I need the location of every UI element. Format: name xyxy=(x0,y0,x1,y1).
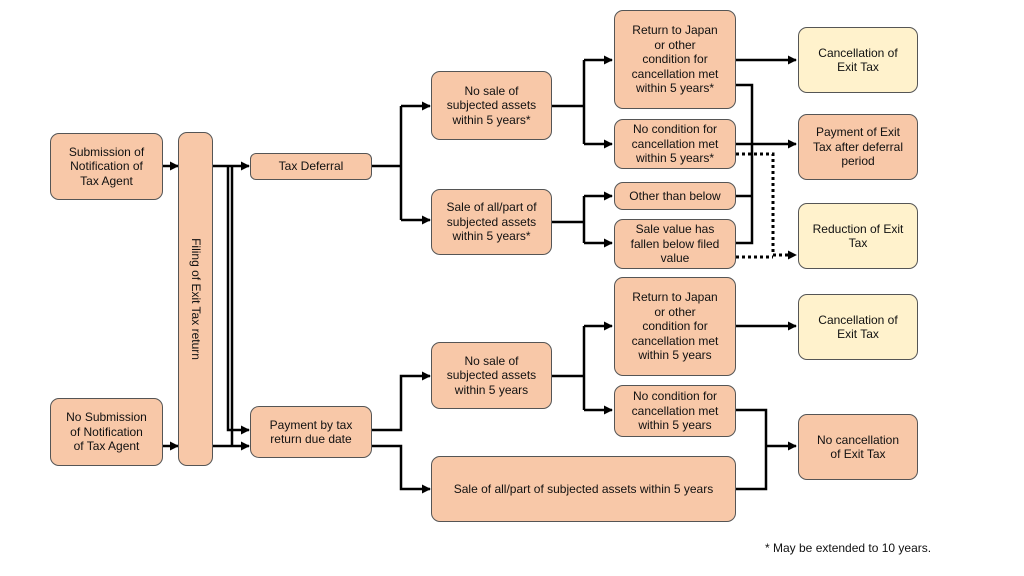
connector-to-no-cancellation xyxy=(736,408,796,491)
node-sale-payment: Sale of all/part of subjected assets wit… xyxy=(431,456,736,522)
connector-payment-to-sale xyxy=(372,444,431,494)
connector-deferral-split xyxy=(372,106,403,220)
node-no-condition-payment: No condition for cancellation met within… xyxy=(614,385,736,437)
node-return-japan-payment: Return to Japan or other condition for c… xyxy=(614,277,736,376)
connector-nosale-split xyxy=(552,60,586,144)
node-no-sale-payment: No sale of subjected assets within 5 yea… xyxy=(431,342,552,409)
node-return-japan-deferral: Return to Japan or other condition for c… xyxy=(614,10,736,109)
footnote: * May be extended to 10 years. xyxy=(765,541,932,555)
node-no-sale-deferral: No sale of subjected assets within 5 yea… xyxy=(431,71,552,140)
node-tax-deferral: Tax Deferral xyxy=(250,153,372,180)
node-filing: Filing of Exit Tax return xyxy=(178,132,213,466)
node-payment-due: Payment by tax return due date xyxy=(250,406,372,458)
node-sale-deferral: Sale of all/part of subjected assets wit… xyxy=(431,189,552,255)
node-no-cancellation: No cancellation of Exit Tax xyxy=(798,414,918,480)
filing-label: Filing of Exit Tax return xyxy=(188,238,203,360)
dotted-connector-deferral-reduction xyxy=(736,152,797,260)
node-cancellation-2: Cancellation of Exit Tax xyxy=(798,294,918,360)
node-sale-value-fallen: Sale value has fallen below filed value xyxy=(614,219,736,269)
connector-sale-split xyxy=(552,196,586,243)
connector-payment-split xyxy=(372,371,431,432)
node-no-submission: No Submission of Notification of Tax Age… xyxy=(50,398,163,466)
node-submission: Submission of Notification of Tax Agent xyxy=(50,133,163,200)
node-no-condition-deferral: No condition for cancellation met within… xyxy=(614,119,736,169)
node-cancellation-1: Cancellation of Exit Tax xyxy=(798,27,918,93)
node-other-than-below: Other than below xyxy=(614,182,736,210)
connector-cross-down xyxy=(226,166,250,435)
connector-collect-payment xyxy=(736,83,796,245)
node-reduction: Reduction of Exit Tax xyxy=(798,203,918,269)
connector-nosale-payment-split xyxy=(552,326,586,410)
node-payment-after-deferral: Payment of Exit Tax after deferral perio… xyxy=(798,114,918,180)
